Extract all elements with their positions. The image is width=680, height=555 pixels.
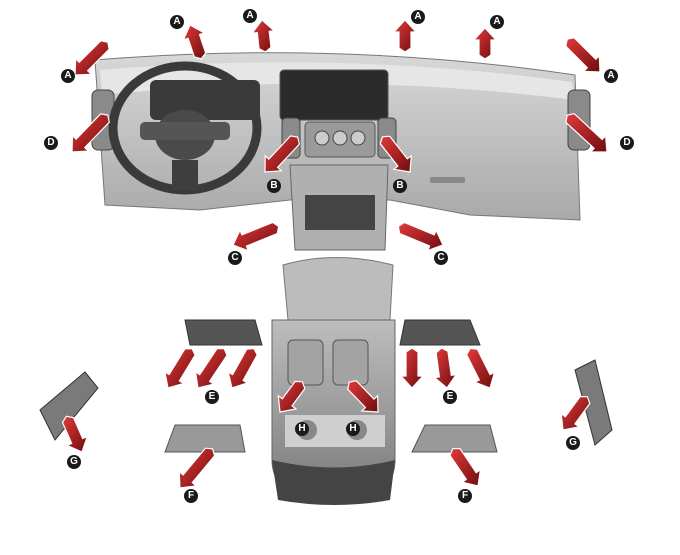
airflow-arrow-icon (465, 347, 496, 389)
label-a: A (170, 15, 184, 29)
airflow-arrows (61, 19, 608, 489)
airflow-arrow-icon (164, 347, 196, 389)
airflow-arrow-icon (397, 221, 444, 252)
airflow-arrow-icon (194, 348, 228, 389)
label-d: D (44, 136, 58, 150)
airflow-arrow-icon (433, 347, 458, 389)
airflow-arrow-icon (399, 347, 425, 389)
label-e: E (443, 390, 457, 404)
label-f: F (184, 489, 198, 503)
label-b: B (393, 179, 407, 193)
under-seat-vent-right (411, 424, 498, 453)
airflow-arrow-icon (565, 112, 608, 153)
label-a: A (243, 9, 257, 23)
instrument-cluster (150, 80, 260, 120)
airflow-arrow-icon (565, 37, 601, 73)
airflow-arrow-icon (379, 135, 413, 173)
center-console (271, 164, 396, 505)
label-d: D (620, 136, 634, 150)
floor-vent-right (399, 319, 481, 346)
airflow-arrow-icon (182, 24, 207, 60)
label-a: A (604, 69, 618, 83)
airflow-arrow-icon (449, 447, 482, 487)
label-a: A (490, 15, 504, 29)
label-c: C (228, 251, 242, 265)
airflow-arrow-icon (251, 19, 276, 53)
label-a: A (411, 10, 425, 24)
rear-vent-right (332, 339, 369, 386)
label-b: B (267, 179, 281, 193)
label-h: H (295, 422, 309, 436)
infotainment-screen (279, 69, 389, 121)
airflow-arrow-icon (277, 380, 306, 413)
pillar-vent-right (574, 359, 613, 446)
airflow-arrow-icon (74, 40, 110, 76)
steering-wheel (108, 61, 262, 195)
label-a: A (61, 69, 75, 83)
airflow-arrow-icon (560, 395, 591, 431)
rear-vent-left (287, 339, 324, 386)
label-c: C (434, 251, 448, 265)
airflow-arrow-icon (472, 27, 498, 60)
under-seat-vent-left (164, 424, 246, 453)
airflow-arrow-icon (227, 347, 258, 389)
pillar-vent-left (39, 371, 99, 441)
airflow-arrow-icon (232, 221, 280, 252)
airflow-arrow-icon (178, 447, 216, 489)
airflow-arrow-icon (392, 19, 418, 53)
airflow-arrow-icon (264, 135, 301, 173)
airflow-arrow-icon (347, 380, 379, 413)
label-h: H (346, 422, 360, 436)
label-g: G (67, 455, 81, 469)
floor-vent-left (184, 319, 263, 346)
label-g: G (566, 436, 580, 450)
label-e: E (205, 390, 219, 404)
label-f: F (458, 489, 472, 503)
airflow-arrow-icon (71, 113, 110, 153)
airflow-arrow-icon (61, 415, 89, 453)
